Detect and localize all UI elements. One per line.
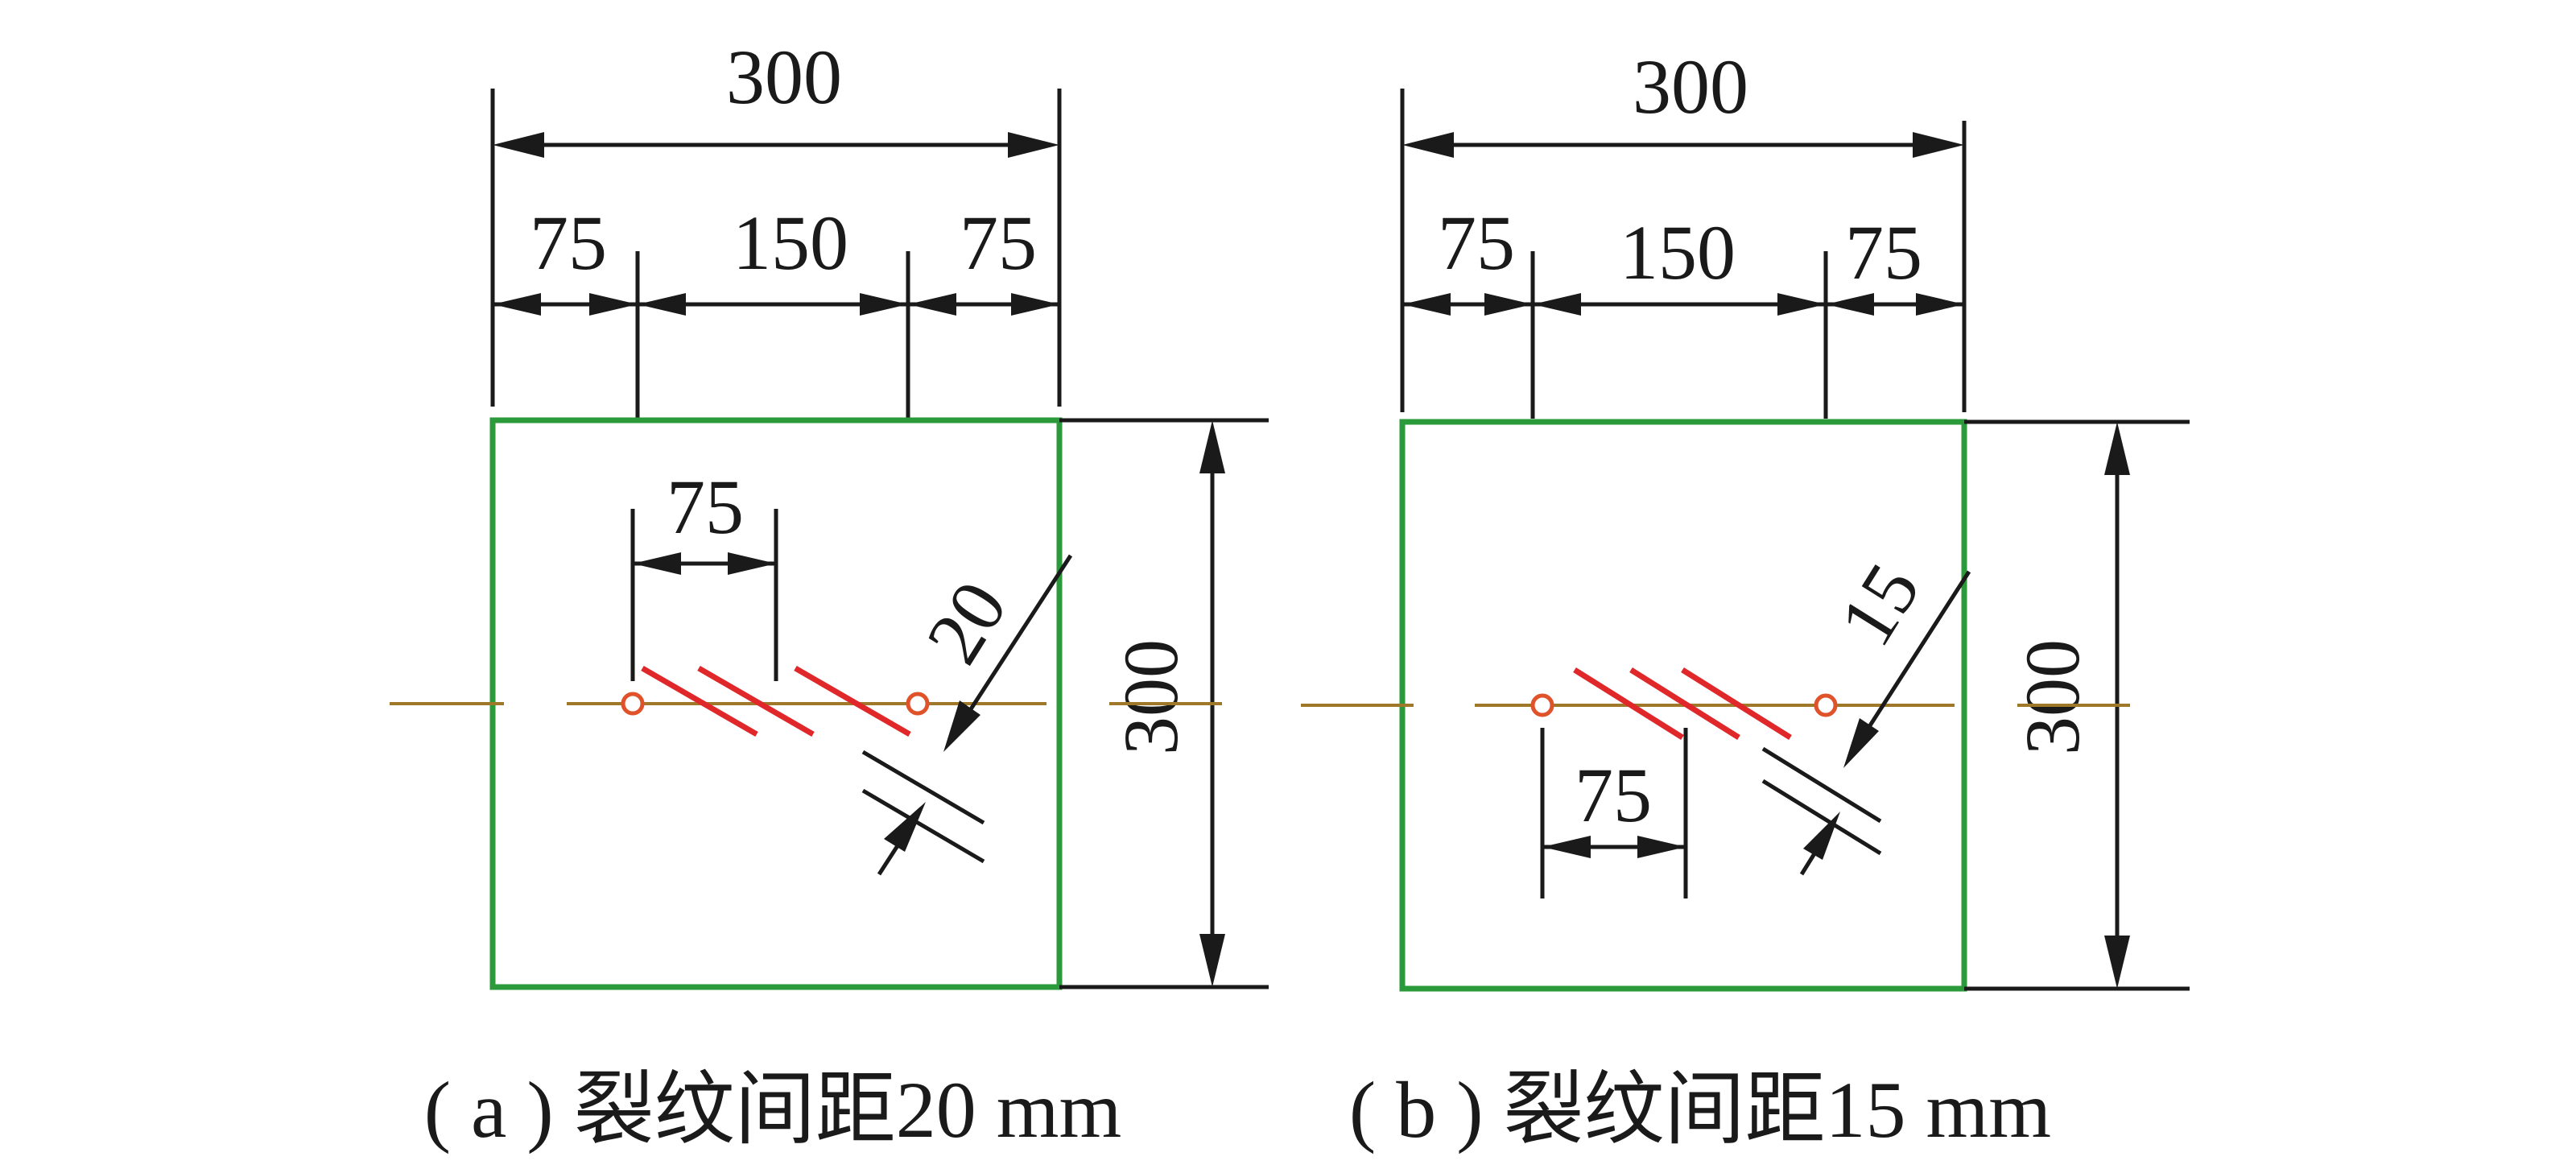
panel-b-crack-offset-label: 75 — [1575, 752, 1652, 838]
panel-a-cracks — [641, 665, 911, 737]
panel-b-segment-left-label: 75 — [1438, 200, 1515, 286]
panel-a-segment-right-label: 75 — [960, 200, 1037, 286]
panel-b-crack-spacing-label: 15 — [1823, 549, 1937, 660]
panel-b-crack-3 — [1681, 667, 1792, 740]
panel-b-width-label: 300 — [1633, 43, 1748, 130]
panel-a-segment-middle-label: 150 — [733, 200, 848, 286]
panel-a: 300 75 150 75 300 — [390, 34, 1269, 1155]
panel-b-hole-right — [1814, 693, 1838, 717]
panel-a-hole-left — [621, 692, 645, 716]
panel-a-crack-spacing-label: 20 — [910, 567, 1024, 678]
panel-b-height-label: 300 — [2009, 639, 2095, 755]
panel-a-crack-offset-label: 75 — [667, 464, 744, 550]
panel-b-width-dimension: 300 — [1400, 43, 1967, 412]
panel-a-crack-1 — [641, 665, 758, 737]
panel-b: 300 75 150 75 300 — [1301, 43, 2190, 1155]
panel-b-hole-left — [1530, 693, 1554, 717]
panel-a-caption: ( a ) 裂纹间距20 mm — [424, 1065, 1122, 1155]
panel-a-crack-3 — [794, 665, 911, 737]
panel-b-crack-offset-dimension: 75 — [1540, 728, 1688, 898]
panel-b-segment-right-label: 75 — [1845, 209, 1922, 295]
panel-b-crack-2 — [1629, 667, 1740, 740]
panel-a-segment-left-label: 75 — [530, 200, 607, 286]
panel-b-segment-middle-label: 150 — [1620, 209, 1736, 295]
panel-b-height-dimension: 300 — [1964, 419, 2190, 991]
panel-a-width-dimension: 300 — [490, 34, 1062, 407]
panel-b-segment-dimensions: 75 150 75 — [1402, 200, 1964, 419]
panel-b-crack-1 — [1573, 667, 1684, 740]
panel-a-segment-dimensions: 75 150 75 — [493, 200, 1059, 419]
panel-a-crack-2 — [697, 665, 815, 737]
panel-a-height-label: 300 — [1108, 639, 1194, 755]
panel-a-width-label: 300 — [726, 34, 842, 120]
panel-b-cracks — [1573, 667, 1792, 740]
panel-a-crack-spacing-dimension: 20 — [861, 554, 1073, 876]
panel-a-crack-offset-dimension: 75 — [630, 464, 778, 681]
panel-a-hole-right — [906, 692, 930, 716]
panel-b-caption: ( b ) 裂纹间距15 mm — [1349, 1065, 2051, 1155]
panel-b-crack-spacing-dimension: 15 — [1761, 549, 1971, 876]
